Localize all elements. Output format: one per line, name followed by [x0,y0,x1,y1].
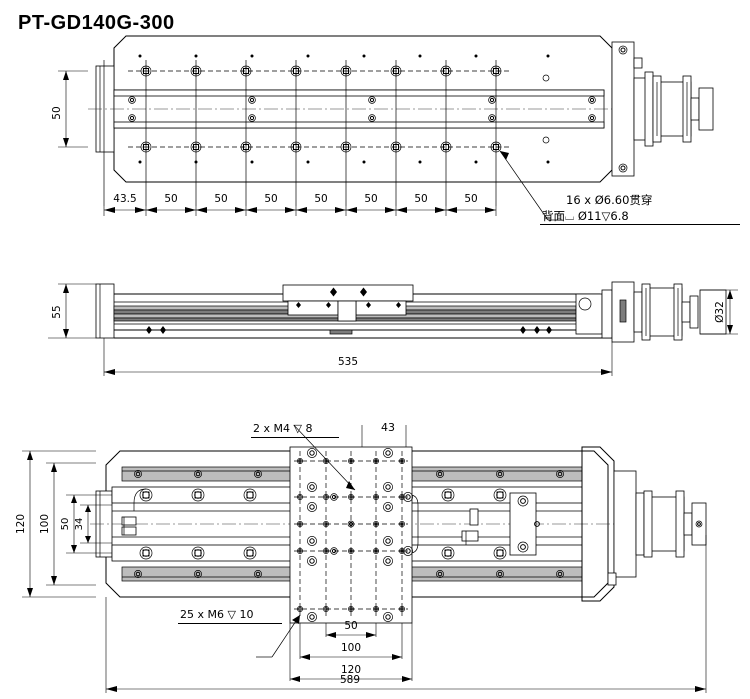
carriage-plate [289,446,413,624]
dim-carriage-stack: 50 100 120 [289,620,413,682]
dim-pitch-3: 50 [264,193,277,205]
hole-callout-leader [499,150,562,221]
hole-callout-line1: 16 x Ø6.60贯穿 [566,193,653,207]
left-bracket-detail [121,488,147,536]
dim-pitch-7: 50 [464,193,477,205]
small-holes [138,54,550,164]
m4-callout-leader [293,425,356,491]
dim-motor-dia: Ø32 [700,289,738,335]
dim-side-height: 55 [48,283,96,339]
strip-screws [134,470,564,578]
dim-carriage-120: 120 [341,664,361,676]
dim-overall-length: 589 [105,535,707,693]
dim-carriage-100: 100 [341,642,361,654]
dim-43 [361,425,407,447]
guide-rail-bolts [139,488,507,560]
bottom-view: 120 100 50 34 [15,425,707,693]
dim-pitch-1: 50 [164,193,177,205]
dim-34: 34 [74,518,85,531]
dim-100: 100 [39,514,51,534]
dim-side-height-value: 55 [51,305,63,318]
motor-assembly-side [575,281,727,343]
dim-pitch-2: 50 [214,193,227,205]
motor-assembly-top [611,41,714,177]
dim-bottom-widths: 120 100 50 34 [15,450,112,598]
dim-120: 120 [15,514,27,534]
page-title: PT-GD140G-300 [18,12,175,34]
m4-callout-underline [251,437,339,438]
mounting-holes-top-row [140,65,502,77]
m4-callout-text: 2 x M4 ▽ 8 [253,422,313,435]
m6-callout-underline [178,623,282,624]
dim-50-vert: 50 [60,518,71,531]
top-view: 50 43.5 50 [51,35,714,221]
dim-43-value: 43 [381,421,395,434]
m6-callout-leader [256,614,301,658]
motor-assembly-bottom [461,446,707,602]
side-markers-left [146,326,166,334]
dim-carriage-50: 50 [344,620,357,632]
dim-43-5: 43.5 [113,193,136,205]
dim-top-height: 50 [51,70,88,148]
dim-589: 589 [340,674,360,686]
side-view: Ø32 55 535 [48,281,738,376]
hole-callout-line2: 背面⌴ Ø11▽6.8 [542,209,629,223]
dim-side-length-value: 535 [338,356,358,368]
dim-pitch-6: 50 [414,193,427,205]
dim-pitch-4: 50 [314,193,327,205]
m6-hole-grid [297,458,405,612]
dim-chain-top-view: 43.5 50 50 50 50 50 50 50 [103,193,497,216]
dim-side-length: 535 [103,338,613,376]
carriage-block-side [282,284,414,335]
m6-callout-text: 25 x M6 ▽ 10 [180,608,254,621]
mounting-holes-bottom-row [140,141,502,153]
dim-top-height-value: 50 [51,106,63,119]
dim-pitch-5: 50 [364,193,377,205]
rail-screws [128,96,596,122]
carriage-counterbores [307,448,413,622]
hole-callout-underline [540,224,740,225]
dim-motor-dia-value: Ø32 [714,301,726,323]
side-markers-right [520,326,552,334]
